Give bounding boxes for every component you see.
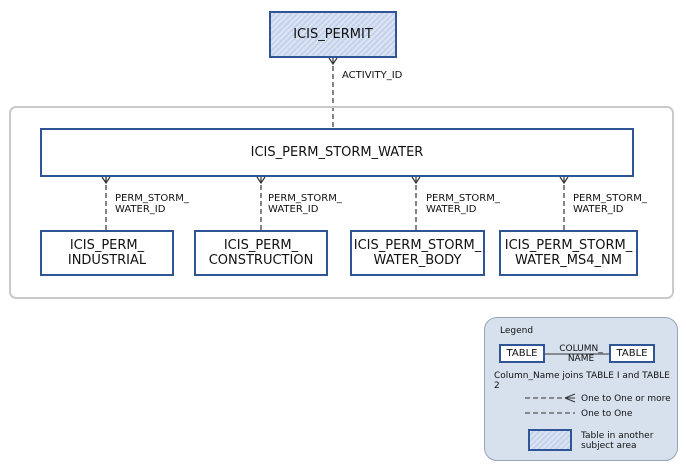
subject-area-group <box>9 106 674 299</box>
legend-other-area: Table in another subject area <box>581 431 654 451</box>
entity-icis-perm-industrial[interactable]: ICIS_PERM_ INDUSTRIAL <box>40 230 174 276</box>
entity-icis-perm-storm-water-body[interactable]: ICIS_PERM_STORM_ WATER_BODY <box>350 230 485 276</box>
one-to-many-marker <box>328 57 338 66</box>
relationship-label-perm-storm-water-id: PERM_STORM_ WATER_ID <box>426 193 500 215</box>
entity-label: ICIS_PERM_STORM_WATER <box>250 145 424 160</box>
one-to-many-icon <box>525 393 576 403</box>
entity-label: ICIS_PERM_ CONSTRUCTION <box>208 238 314 268</box>
entity-label: ICIS_PERM_STORM_ WATER_MS4_NM <box>504 238 633 268</box>
one-to-one-icon <box>525 412 575 414</box>
entity-label: ICIS_PERM_ INDUSTRIAL <box>67 238 147 268</box>
entity-icis-perm-storm-water-ms4-nm[interactable]: ICIS_PERM_STORM_ WATER_MS4_NM <box>499 230 638 276</box>
entity-icis-perm-construction[interactable]: ICIS_PERM_ CONSTRUCTION <box>194 230 328 276</box>
relationship-label-perm-storm-water-id: PERM_STORM_ WATER_ID <box>573 193 647 215</box>
entity-label: ICIS_PERM_STORM_ WATER_BODY <box>353 238 482 268</box>
relationship-label-perm-storm-water-id: PERM_STORM_ WATER_ID <box>268 193 342 215</box>
entity-icis-permit[interactable]: ICIS_PERMIT <box>269 11 397 58</box>
other-subject-area-swatch <box>528 429 572 451</box>
legend-column-name: COLUMN_ NAME <box>559 344 603 364</box>
legend-one-to-more: One to One or more <box>581 394 671 404</box>
relationship-label-activity-id: ACTIVITY_ID <box>342 70 403 81</box>
legend-one-to-one: One to One <box>581 409 633 419</box>
legend-table-1: TABLE <box>499 344 545 363</box>
legend-join-line <box>545 353 609 355</box>
legend-panel: Legend TABLE COLUMN_ NAME TABLE Column_N… <box>484 317 678 461</box>
legend-join-text: Column_Name joins TABLE I and TABLE 2 <box>494 371 670 391</box>
legend-title: Legend <box>500 326 534 336</box>
relationship-label-perm-storm-water-id: PERM_STORM_ WATER_ID <box>115 193 189 215</box>
legend-table-2: TABLE <box>609 344 655 363</box>
entity-label: ICIS_PERMIT <box>293 27 373 42</box>
entity-icis-perm-storm-water[interactable]: ICIS_PERM_STORM_WATER <box>40 128 634 177</box>
